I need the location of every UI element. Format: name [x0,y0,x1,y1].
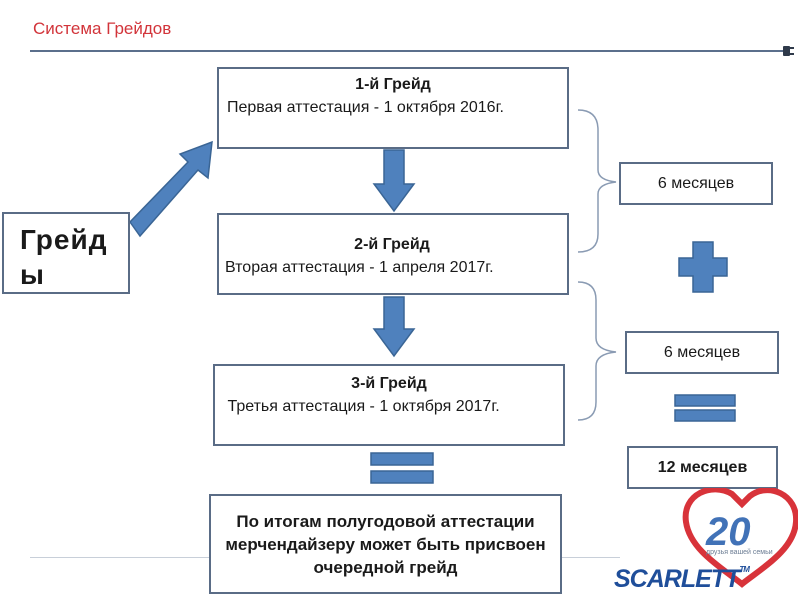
period-second-box: 6 месяцев [625,331,779,374]
slide-title: Система Грейдов [33,19,172,38]
grade-1-text: Первая аттестация - 1 октября 2016г. [227,99,504,116]
grade-1-title: 1-й Грейд [355,76,431,93]
grade-2-text: Вторая аттестация - 1 апреля 2017г. [225,259,494,276]
down-arrow-1 [372,149,416,213]
plug-icon [775,46,794,56]
period-first-box: 6 месяцев [619,162,773,205]
scarlett-anniversary-logo: 20 [682,488,798,588]
brace-second [577,281,617,421]
diagonal-arrow [129,140,213,238]
grade-3-title: 3-й Грейд [351,375,427,392]
header-rule [30,50,775,52]
equals-sign-left [370,452,434,484]
logo-brand: SCARLETTTM [614,565,750,594]
logo-tm: TM [739,565,750,574]
logo-brand-text: SCARLETT [614,565,740,593]
grade-3-box: 3-й Грейд Третья аттестация - 1 октября … [213,364,565,446]
down-arrow-2 [372,296,416,358]
plus-sign [678,241,728,293]
grade-2-box: 2-й Грейд Вторая аттестация - 1 апреля 2… [217,213,569,295]
equals-sign-right [674,394,736,422]
logo-number: 20 [705,510,751,554]
logo-tagline: друзья вашей семьи [706,549,773,556]
brace-first [577,109,617,253]
result-box: По итогам полугодовой аттестации мерченд… [209,494,562,594]
period-total-box: 12 месяцев [627,446,778,489]
grade-1-box: 1-й Грейд Первая аттестация - 1 октября … [217,67,569,149]
grade-2-title: 2-й Грейд [354,236,430,253]
grades-box: Грейды [2,212,130,294]
grade-3-text: Третья аттестация - 1 октября 2017г. [223,398,500,415]
